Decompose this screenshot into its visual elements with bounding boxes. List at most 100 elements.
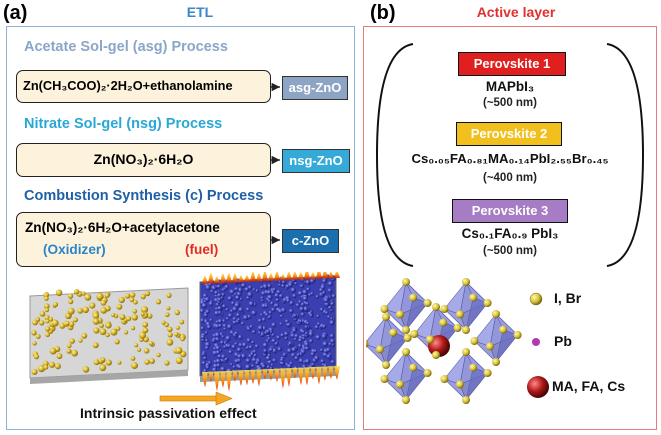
zno-particle bbox=[321, 324, 327, 329]
zno-particle bbox=[252, 288, 256, 292]
flame bbox=[298, 272, 304, 280]
zno-particle bbox=[275, 298, 280, 302]
flame-icon bbox=[202, 272, 340, 392]
zno-particle bbox=[251, 340, 255, 345]
zno-particle bbox=[211, 285, 217, 291]
zno-particle bbox=[281, 284, 286, 289]
zno-particle bbox=[84, 293, 92, 301]
flame bbox=[220, 371, 226, 388]
zno-particle bbox=[211, 338, 216, 343]
c-process-title: Combustion Synthesis (c) Process bbox=[24, 188, 264, 204]
zno-particle bbox=[236, 312, 241, 318]
zno-particle bbox=[289, 300, 295, 306]
zno-particle bbox=[276, 289, 281, 295]
zno-particle bbox=[228, 349, 233, 355]
zno-particle bbox=[129, 297, 135, 303]
zno-particle bbox=[271, 338, 276, 344]
zno-particle bbox=[237, 318, 241, 322]
flame bbox=[280, 368, 286, 389]
perovskite-3-label: Perovskite 3 bbox=[452, 199, 568, 223]
zno-particle bbox=[93, 359, 100, 366]
zno-particle bbox=[302, 296, 308, 302]
zno-particle bbox=[174, 332, 179, 337]
zno-particle bbox=[248, 345, 253, 350]
zno-particle bbox=[129, 292, 136, 298]
zno-particle bbox=[268, 310, 273, 315]
panel-a-frame bbox=[6, 26, 355, 430]
zno-particle bbox=[212, 367, 218, 373]
zno-particle bbox=[216, 363, 221, 368]
zno-particle bbox=[251, 330, 256, 334]
zno-particle bbox=[283, 331, 289, 337]
zno-particle bbox=[240, 353, 247, 360]
zno-particle bbox=[243, 315, 249, 321]
zno-particle bbox=[241, 283, 247, 288]
zno-particle bbox=[180, 336, 185, 342]
zno-particle bbox=[205, 365, 210, 370]
zno-particle bbox=[68, 299, 74, 305]
zno-particle bbox=[221, 354, 226, 359]
zno-particle bbox=[254, 344, 259, 349]
zno-particle bbox=[275, 303, 279, 308]
zno-particle bbox=[280, 333, 285, 338]
zno-particle bbox=[32, 341, 37, 346]
zno-particle bbox=[175, 347, 183, 354]
zno-particle bbox=[267, 336, 271, 341]
zno-particle bbox=[324, 310, 329, 315]
asg-film-edge bbox=[30, 370, 188, 384]
zno-particle bbox=[217, 297, 222, 302]
zno-particle bbox=[296, 352, 301, 357]
halide-atom bbox=[432, 303, 440, 311]
zno-particle bbox=[99, 328, 107, 336]
zno-particle bbox=[278, 293, 284, 299]
zno-particle bbox=[240, 321, 245, 326]
zno-particle bbox=[288, 282, 293, 288]
zno-particle bbox=[66, 348, 72, 354]
asg-process-title: Acetate Sol-gel (asg) Process bbox=[24, 39, 228, 55]
zno-particle bbox=[265, 355, 271, 361]
zno-particle bbox=[260, 313, 264, 317]
zno-particle bbox=[161, 320, 166, 325]
flame bbox=[262, 369, 268, 380]
zno-particle bbox=[306, 287, 311, 292]
octahedron-face bbox=[405, 367, 429, 401]
zno-particle bbox=[218, 323, 223, 328]
halide-atom bbox=[426, 335, 434, 344]
zno-particle bbox=[249, 324, 254, 329]
flame bbox=[304, 367, 310, 386]
zno-particle bbox=[271, 348, 278, 354]
zno-particle bbox=[115, 326, 121, 331]
zno-particle bbox=[205, 338, 209, 343]
zno-particle bbox=[201, 360, 206, 366]
zno-particle bbox=[132, 308, 138, 314]
zno-particle bbox=[257, 325, 263, 331]
zno-particle bbox=[236, 347, 242, 353]
zno-particle bbox=[215, 337, 220, 342]
zno-particle bbox=[200, 318, 205, 323]
halide-atom bbox=[439, 318, 448, 327]
zno-particle bbox=[331, 294, 336, 299]
zno-particle bbox=[210, 289, 214, 294]
zno-particle bbox=[225, 317, 230, 321]
zno-particle bbox=[142, 321, 149, 328]
zno-particle bbox=[260, 285, 264, 290]
zno-particle bbox=[298, 300, 302, 304]
zno-particle bbox=[298, 338, 303, 343]
zno-particle bbox=[100, 307, 107, 314]
zno-particle bbox=[96, 292, 104, 301]
zno-particle bbox=[39, 311, 46, 317]
zno-particle bbox=[236, 358, 242, 363]
zno-particle bbox=[220, 358, 225, 363]
zno-particle bbox=[288, 341, 293, 346]
zno-particle bbox=[71, 349, 78, 357]
zno-particle bbox=[237, 354, 242, 359]
zno-particle bbox=[242, 342, 248, 348]
zno-particle bbox=[221, 304, 227, 309]
halide-atom bbox=[409, 293, 418, 302]
zno-particle bbox=[329, 320, 335, 326]
zno-particle bbox=[299, 306, 305, 312]
zno-particle bbox=[268, 347, 274, 352]
zno-particle bbox=[237, 287, 243, 293]
zno-particle bbox=[155, 299, 162, 305]
halide-atom bbox=[403, 334, 412, 342]
